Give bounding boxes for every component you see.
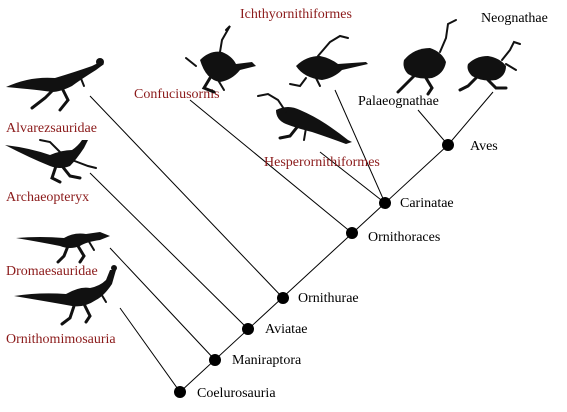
nodes	[174, 139, 454, 398]
label-hesperornithiformes: Hesperornithiformes	[264, 155, 380, 170]
branch-alvarezsauridae	[89, 95, 284, 299]
label-aviatae: Aviatae	[265, 322, 308, 337]
branch-hesperornithiformes	[319, 151, 386, 204]
branch-archaeopteryx	[89, 172, 249, 330]
node-coelurosauria	[174, 386, 186, 398]
label-ornithoraces: Ornithoraces	[368, 230, 440, 245]
alvarezsaur-skeleton-icon	[6, 58, 104, 112]
node-carinatae	[379, 197, 391, 209]
node-ornithoraces	[346, 227, 358, 239]
branch-ornithomimosauria	[119, 307, 181, 393]
tree-lines	[89, 89, 494, 393]
branch-dromaesauridae	[109, 247, 216, 361]
label-dromaesauridae: Dromaesauridae	[6, 264, 98, 279]
label-aves: Aves	[470, 139, 498, 154]
main-stem	[179, 144, 449, 393]
node-aves	[442, 139, 454, 151]
label-ornithomimosauria: Ornithomimosauria	[6, 332, 116, 347]
label-neognathae: Neognathae	[481, 11, 548, 26]
palaeognath-skeleton-icon	[396, 19, 457, 96]
node-maniraptora	[209, 354, 221, 366]
confuciusornis-skeleton-icon	[185, 25, 256, 94]
label-ichthyornithiformes: Ichthyornithiformes	[240, 7, 352, 22]
dromaeosaur-skeleton-icon	[16, 232, 110, 264]
label-carinatae: Carinatae	[400, 196, 454, 211]
branch-confuciusornis	[189, 99, 353, 234]
neognath-skeleton-icon	[458, 40, 521, 92]
node-aviatae	[242, 323, 254, 335]
label-ornithurae: Ornithurae	[298, 291, 359, 306]
label-palaeognathae: Palaeognathae	[358, 94, 439, 109]
branch-neognathae	[447, 91, 494, 146]
ornithomimosaur-skeleton-icon	[14, 265, 117, 326]
label-coelurosauria: Coelurosauria	[197, 386, 276, 401]
label-confuciusornis: Confuciusornis	[134, 87, 220, 102]
label-maniraptora: Maniraptora	[232, 353, 302, 368]
hesperornis-skeleton-icon	[257, 92, 352, 144]
label-alvarezsauridae: Alvarezsauridae	[6, 121, 97, 136]
archaeopteryx-skeleton-icon	[5, 139, 97, 184]
branch-ichthyornithiformes	[334, 89, 386, 204]
label-archaeopteryx: Archaeopteryx	[6, 190, 89, 205]
branch-palaeognathae	[417, 109, 449, 146]
ichthyornis-skeleton-icon	[289, 34, 368, 88]
node-ornithurae	[277, 292, 289, 304]
